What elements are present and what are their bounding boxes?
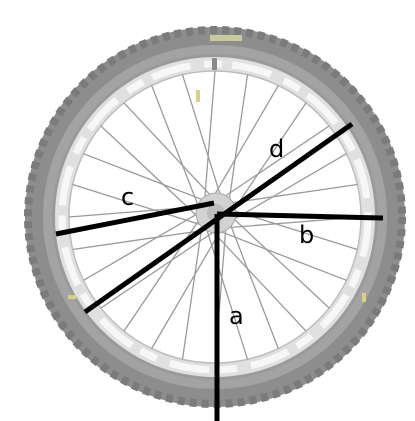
rim-sticker-top bbox=[196, 90, 200, 102]
rim-sticker-right bbox=[362, 293, 366, 302]
segment-b-label: b bbox=[299, 221, 314, 249]
segment-d-label: d bbox=[269, 135, 284, 163]
segment-a-label: a bbox=[229, 302, 244, 330]
segment-c-label: c bbox=[121, 183, 134, 211]
tire-logo-top bbox=[210, 35, 242, 41]
rim-sticker-left bbox=[68, 295, 76, 299]
valve-icon bbox=[212, 58, 217, 70]
